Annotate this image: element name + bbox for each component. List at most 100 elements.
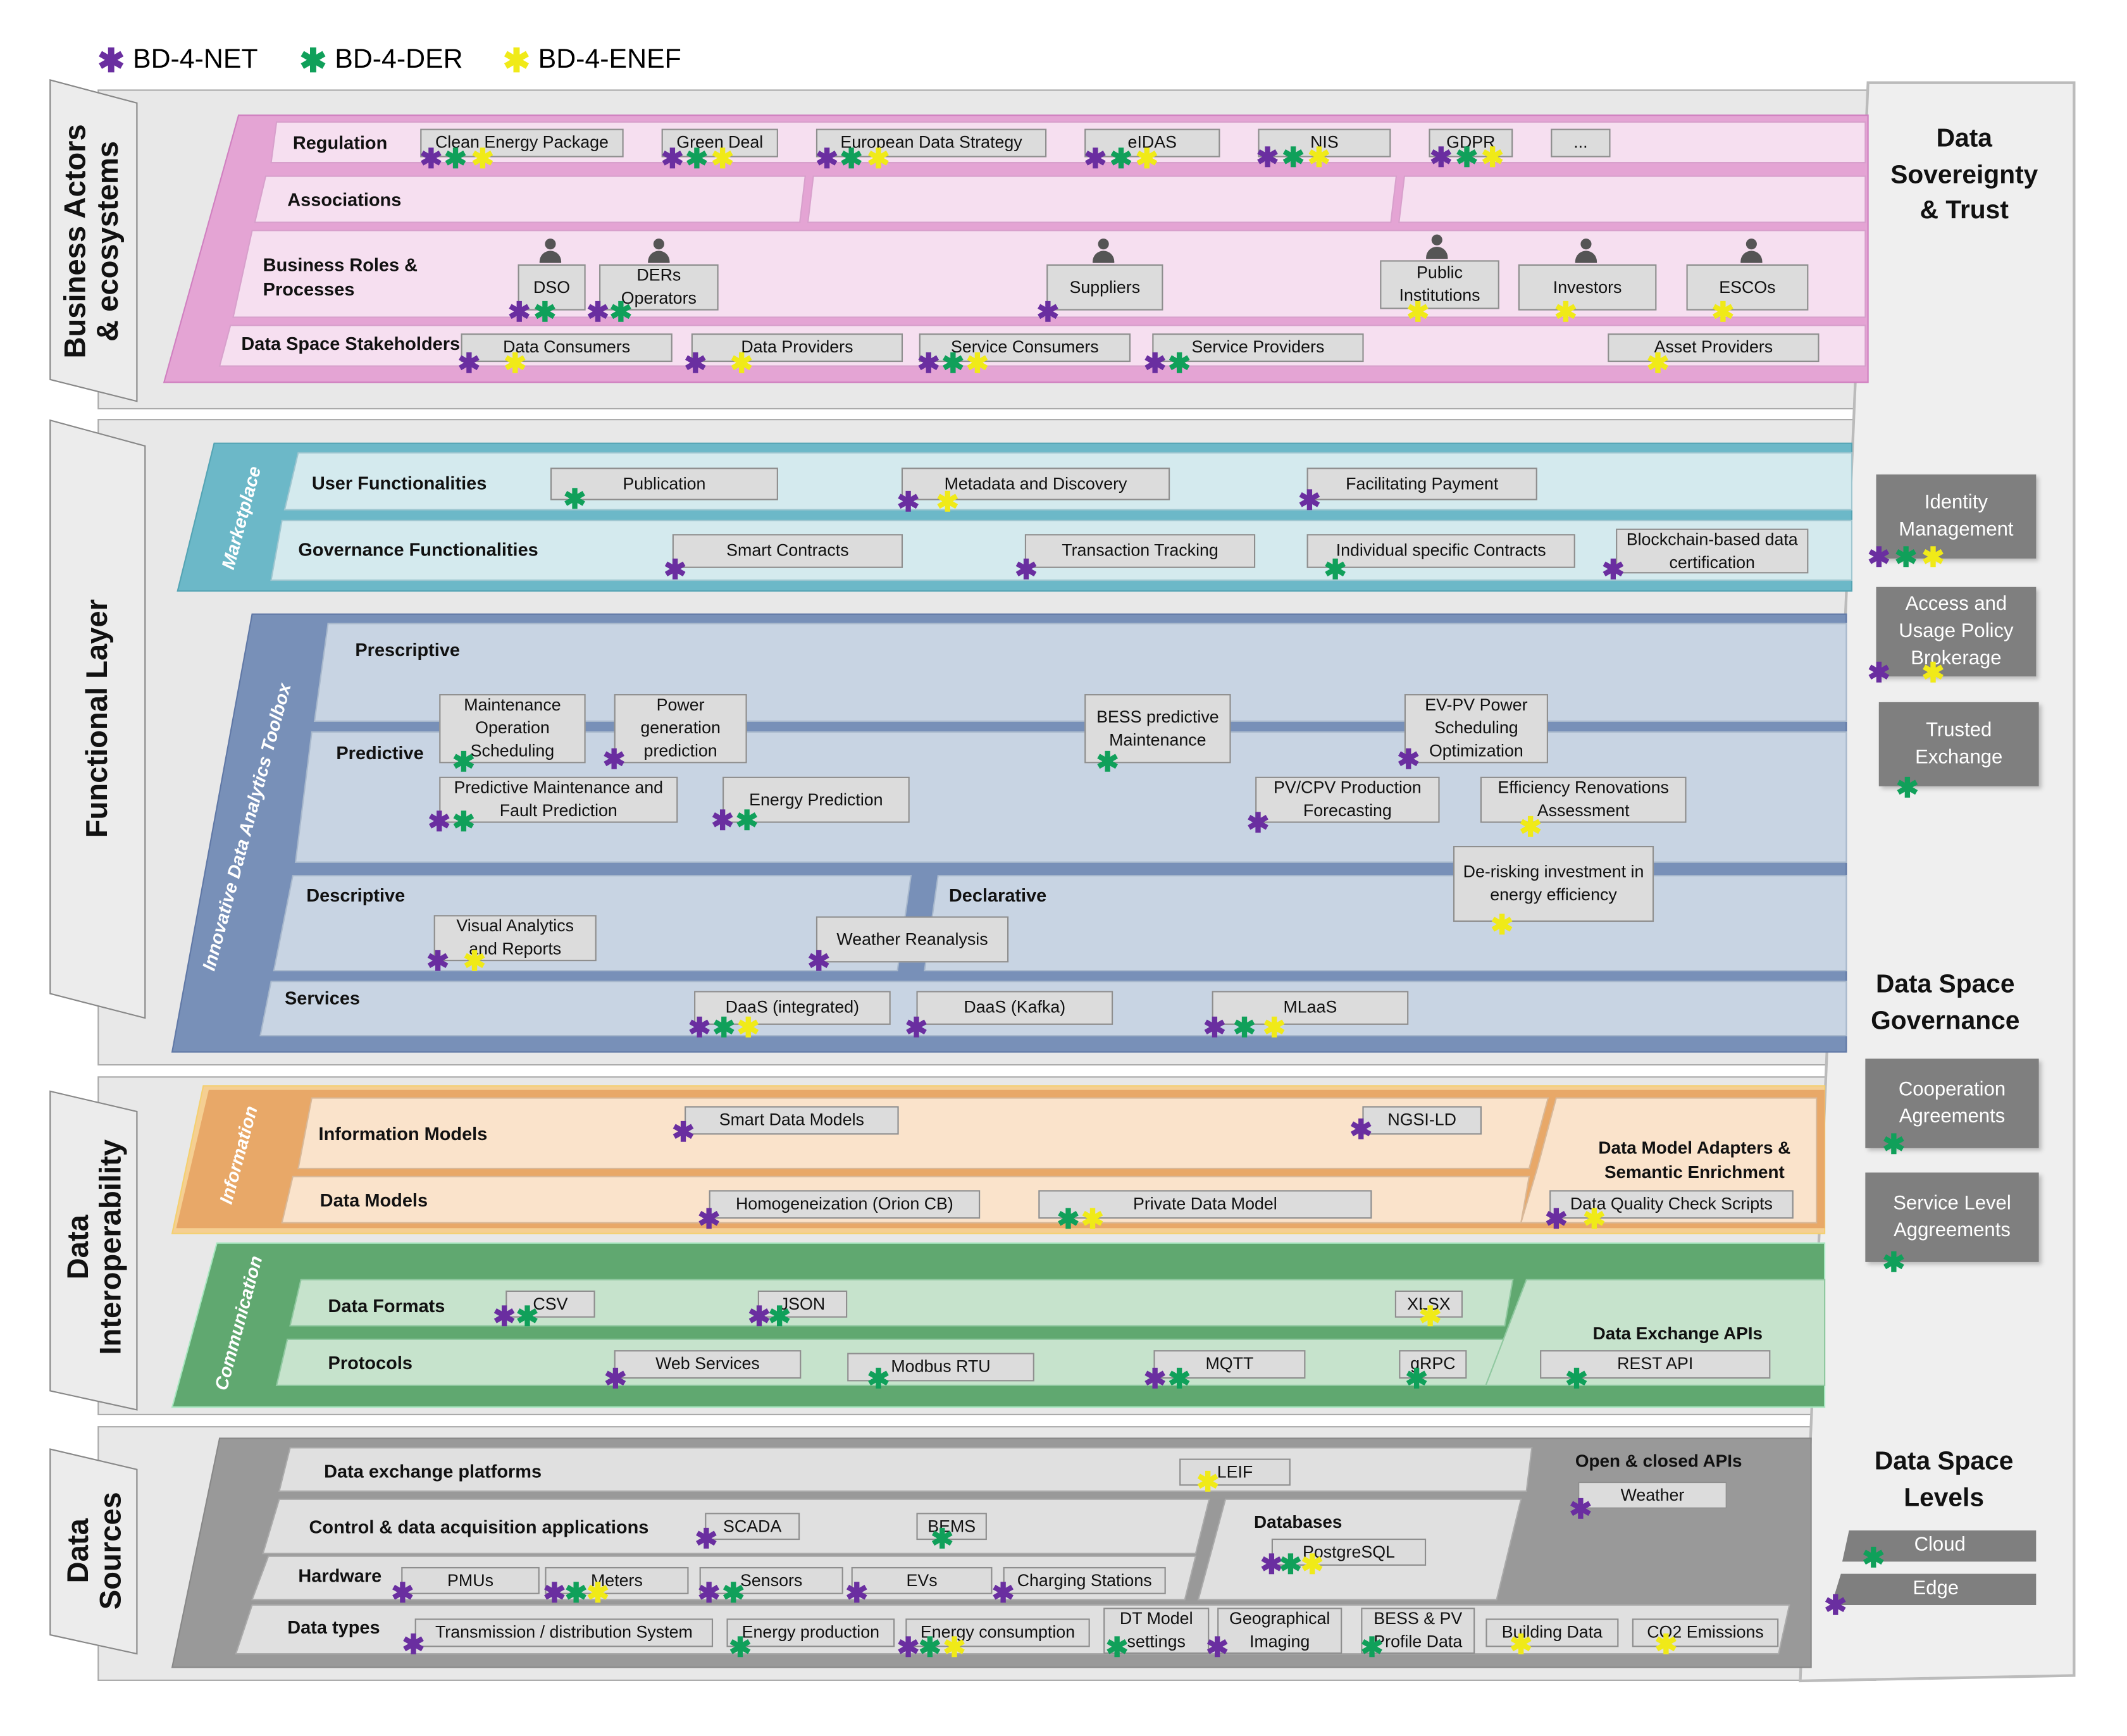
pred-efficiency-renovations: Efficiency Renovations Assessment xyxy=(1480,776,1687,823)
project-star-icon: ✱ xyxy=(1301,1551,1324,1581)
gf-transaction-tracking: Transaction Tracking xyxy=(1024,534,1256,568)
project-star-icon: ✱ xyxy=(1921,543,1945,574)
dt-building: Building Data xyxy=(1485,1618,1619,1647)
formats-label: Data Formats xyxy=(328,1296,445,1317)
uf-metadata-discovery: Metadata and Discovery xyxy=(901,468,1170,500)
adapters-label: Data Model Adapters & Semantic Enrichmen… xyxy=(1598,1137,1791,1182)
project-star-icon: ✱ xyxy=(1405,1365,1429,1395)
prot-mqtt: MQTT xyxy=(1153,1350,1306,1379)
project-star-icon: ✱ xyxy=(1569,1495,1592,1525)
project-star-icon: ✱ xyxy=(807,947,831,977)
protocols-label: Protocols xyxy=(328,1353,412,1373)
pred-fault-prediction: Predictive Maintenance and Fault Predict… xyxy=(439,776,678,823)
project-star-icon: ✱ xyxy=(722,1579,745,1609)
project-star-icon: ✱ xyxy=(516,1303,539,1333)
project-star-icon: ✱ xyxy=(1233,1014,1256,1044)
hw-charging: Charging Stations xyxy=(1003,1566,1166,1594)
data-models-label: Data Models xyxy=(319,1190,428,1211)
sh-data-consumers: Data Consumers xyxy=(461,333,673,363)
investors-person-icon xyxy=(1575,239,1597,263)
project-star-icon: ✱ xyxy=(1360,1633,1384,1664)
dt-energy-production: Energy production xyxy=(726,1618,895,1647)
decl-derisking: De-risking investment in energy efficien… xyxy=(1453,846,1654,922)
desc-visual-analytics: Visual Analytics and Reports xyxy=(433,915,597,962)
functional-layer-title: Functional Layer xyxy=(80,599,114,838)
project-star-icon: ✱ xyxy=(1397,745,1420,776)
role-escos: ESCOs xyxy=(1686,264,1809,311)
control-label: Control & data acquisition applications xyxy=(309,1516,649,1537)
services-label: Services xyxy=(284,988,361,1009)
open-apis-label: Open & closed APIs xyxy=(1575,1450,1742,1471)
project-star-icon: ✱ xyxy=(815,145,839,175)
project-star-icon: ✱ xyxy=(747,1303,771,1333)
project-star-icon: ✱ xyxy=(965,349,989,380)
role-dso: DSO xyxy=(518,264,586,311)
analytics-band xyxy=(171,613,1847,1053)
stakeholders-label: Data Space Stakeholders xyxy=(241,333,461,354)
sov-identity: Identity Management xyxy=(1876,474,2037,559)
dt-bess-pv: BESS & PV Profile Data xyxy=(1361,1608,1475,1654)
project-star-icon: ✱ xyxy=(564,1579,588,1609)
pred-power-generation: Power generation prediction xyxy=(614,694,747,764)
governance-title: Data Space Governance xyxy=(1871,970,2020,1036)
project-star-icon: ✱ xyxy=(1298,487,1321,517)
project-star-icon: ✱ xyxy=(867,1365,890,1395)
sovereignty-title: Data Sovereignty & Trust xyxy=(1890,125,2038,226)
project-star-icon: ✱ xyxy=(1143,1365,1167,1395)
project-star-icon: ✱ xyxy=(896,488,920,518)
fmt-csv: CSV xyxy=(505,1290,595,1318)
legend-der: BD-4-DER xyxy=(335,44,463,75)
project-star-icon: ✱ xyxy=(1206,1633,1229,1664)
role-investors: Investors xyxy=(1518,264,1657,311)
project-star-icon: ✱ xyxy=(1279,1551,1302,1581)
pred-pvcpv-forecasting: PV/CPV Production Forecasting xyxy=(1255,776,1440,823)
reg-nis: NIS xyxy=(1258,128,1391,158)
databases-label: Databases xyxy=(1253,1511,1343,1532)
suppliers-person-icon xyxy=(1093,239,1115,263)
project-star-icon: ✱ xyxy=(712,1014,736,1044)
project-star-icon: ✱ xyxy=(457,349,481,380)
project-star-icon: ✱ xyxy=(586,1579,609,1609)
project-star-icon: ✱ xyxy=(728,1633,752,1664)
pred-ev-pv-scheduling: EV-PV Power Scheduling Optimization xyxy=(1404,694,1548,764)
project-star-icon: ✱ xyxy=(991,1579,1015,1609)
level-cloud: Cloud xyxy=(1914,1534,1966,1556)
project-star-icon: ✱ xyxy=(1406,298,1430,328)
project-star-icon: ✱ xyxy=(1510,1630,1533,1661)
project-star-icon: ✱ xyxy=(896,1633,920,1664)
level-edge: Edge xyxy=(1913,1578,1959,1600)
platforms-label: Data exchange platforms xyxy=(324,1461,542,1482)
gov-func-label: Governance Functionalities xyxy=(298,539,538,560)
plat-leif: LEIF xyxy=(1179,1458,1291,1486)
project-star-icon: ✱ xyxy=(462,947,486,977)
ders-person-icon xyxy=(648,239,670,263)
project-star-icon: ✱ xyxy=(941,349,965,380)
reg-more: ... xyxy=(1551,128,1611,158)
project-star-icon: ✱ xyxy=(586,298,609,328)
level-cloud-shape xyxy=(1842,1530,2037,1562)
reg-clean-energy: Clean Energy Package xyxy=(420,128,624,158)
project-star-icon: ✱ xyxy=(1135,145,1158,175)
project-star-icon: ✱ xyxy=(1921,659,1945,689)
project-star-icon: ✱ xyxy=(1882,1248,1906,1279)
project-star-icon: ✱ xyxy=(711,145,735,175)
project-star-icon: ✱ xyxy=(1565,1365,1588,1395)
project-star-icon: ✱ xyxy=(1646,349,1670,380)
project-star-icon: ✱ xyxy=(426,947,450,977)
project-star-icon: ✱ xyxy=(1196,1468,1220,1498)
dso-person-icon xyxy=(539,239,562,263)
project-star-icon: ✱ xyxy=(563,485,586,516)
sov-trusted-exchange: Trusted Exchange xyxy=(1878,702,2039,786)
role-public-institutions: Public Institutions xyxy=(1380,260,1499,309)
project-star-icon: ✱ xyxy=(1824,1591,1847,1621)
project-star-icon: ✱ xyxy=(685,145,709,175)
project-star-icon: ✱ xyxy=(905,1014,928,1044)
ctrl-scada: SCADA xyxy=(705,1513,800,1541)
project-star-icon: ✱ xyxy=(735,806,759,837)
project-star-icon: ✱ xyxy=(711,806,735,837)
project-star-icon: ✱ xyxy=(1867,659,1890,689)
legend-enef: BD-4-ENEF xyxy=(538,44,681,75)
apis-label: Data Exchange APIs xyxy=(1592,1323,1763,1344)
project-star-icon: ✱ xyxy=(1491,910,1514,941)
